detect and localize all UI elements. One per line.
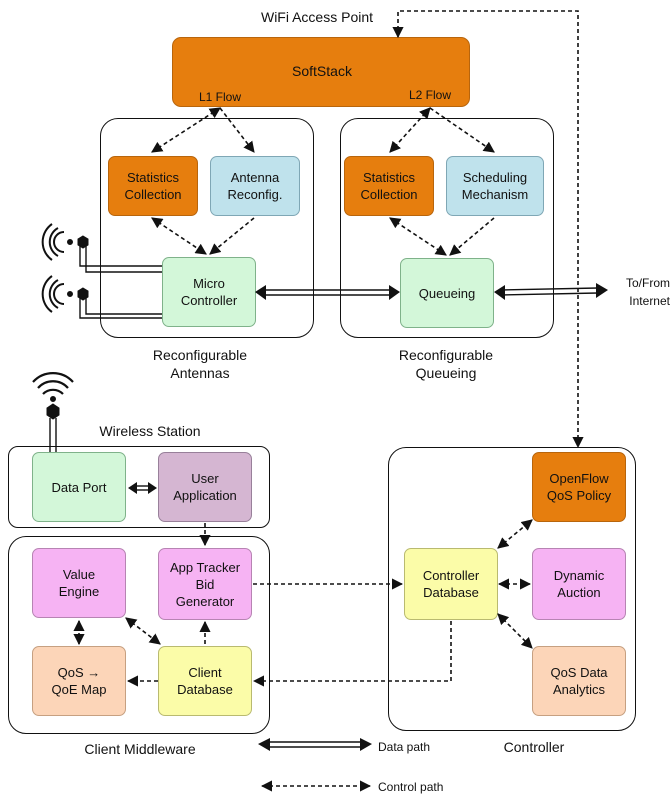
dynamic-auction: Dynamic Auction [532,548,626,620]
control-controllerdb-openflow [497,519,533,549]
antenna-feed-2b [85,298,162,315]
app-tracker-bid-generator: App Tracker Bid Generator [158,548,252,620]
control-qstats-queue [389,217,447,256]
control-l2-to-stats [389,107,431,153]
control-controllerdb-analytics [497,613,533,649]
antenna-feed-1a [79,246,162,267]
qos-data-analytics: QoS Data Analytics [532,646,626,716]
station-wifi-icon [32,372,74,420]
antennas-caption: Reconfigurable Antennas [152,347,248,381]
controller-caption: Controller [503,739,565,755]
antenna-feed-2a [79,298,162,319]
antenna-feed-1b [85,246,162,273]
client-middleware-group [8,536,270,734]
control-reconfig-micro [209,217,255,255]
antenna-icon-1 [41,223,89,261]
control-l1-to-stats [151,107,221,153]
client-database: Client Database [158,646,252,716]
control-sched-queue [449,217,495,256]
control-path-softstack-controller [392,10,584,449]
control-controllerdb-clientdb [252,621,452,687]
antenna-statistics-collection: Statistics Collection [108,156,198,216]
l1-flow-label: L1 Flow [198,90,242,104]
softstack-label: SoftStack [292,63,352,79]
antenna-reconfig: Antenna Reconfig. [210,156,300,216]
control-stats-micro [151,217,207,255]
diagram-title: WiFi Access Point [260,9,374,25]
openflow-qos-policy: OpenFlow QoS Policy [532,452,626,522]
wireless-station-title: Wireless Station [99,423,201,439]
antenna-icon-2 [41,275,89,313]
qos-qoe-map: QoS → QoE Map [32,646,126,716]
control-value-clientdb [125,617,161,645]
user-application: User Application [158,452,252,522]
controller-database: Controller Database [404,548,498,620]
data-queue-internet-a [499,287,599,291]
wireless-station-group [8,446,270,528]
data-queue-internet-b [499,292,599,296]
control-l1-to-reconfig [219,107,255,153]
client-middleware-caption: Client Middleware [84,741,196,757]
data-port: Data Port [32,452,126,522]
legend-control-path-label: Control path [378,780,444,794]
value-engine: Value Engine [32,548,126,618]
legend-data-path-label: Data path [378,740,431,754]
control-l2-to-sched [429,107,495,153]
internet-label: To/From Internet [625,276,670,308]
